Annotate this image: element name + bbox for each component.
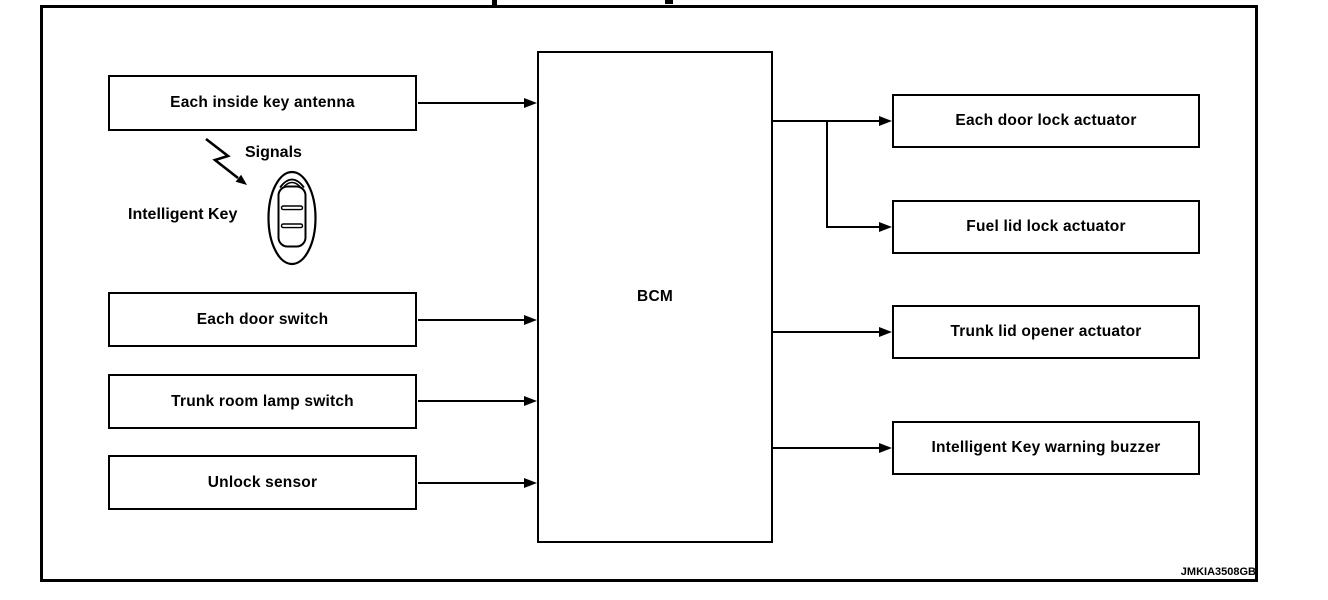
box-trunk-room-lamp-switch: Trunk room lamp switch xyxy=(108,374,417,429)
top-crop-tick-right xyxy=(665,0,673,4)
box-each-door-switch: Each door switch xyxy=(108,292,417,347)
bcm-label: BCM xyxy=(637,288,673,305)
box-unlock-sensor: Unlock sensor xyxy=(108,455,417,510)
box-each-inside-key-antenna: Each inside key antenna xyxy=(108,75,417,131)
box-label: Each door lock actuator xyxy=(955,112,1137,129)
box-each-door-lock-actuator: Each door lock actuator xyxy=(892,94,1200,148)
box-label: Each inside key antenna xyxy=(170,94,355,111)
box-label: Trunk room lamp switch xyxy=(171,392,354,410)
box-label: Fuel lid lock actuator xyxy=(966,218,1126,235)
box-intelligent-key-warning-buzzer: Intelligent Key warning buzzer xyxy=(892,421,1200,475)
figure-id-stamp: JMKIA3508GB xyxy=(1180,566,1256,578)
box-fuel-lid-lock-actuator: Fuel lid lock actuator xyxy=(892,200,1200,254)
box-trunk-lid-opener-actuator: Trunk lid opener actuator xyxy=(892,305,1200,359)
intelligent-key-label: Intelligent Key xyxy=(128,206,238,223)
box-label: Unlock sensor xyxy=(207,473,318,491)
diagram-frame xyxy=(40,5,1258,582)
box-label: Intelligent Key warning buzzer xyxy=(931,439,1161,456)
box-label: Each door switch xyxy=(196,310,329,328)
box-label: Trunk lid opener actuator xyxy=(950,323,1142,340)
top-crop-tick-left xyxy=(492,0,497,5)
signals-label: Signals xyxy=(245,144,302,161)
box-bcm: BCM xyxy=(537,51,773,543)
